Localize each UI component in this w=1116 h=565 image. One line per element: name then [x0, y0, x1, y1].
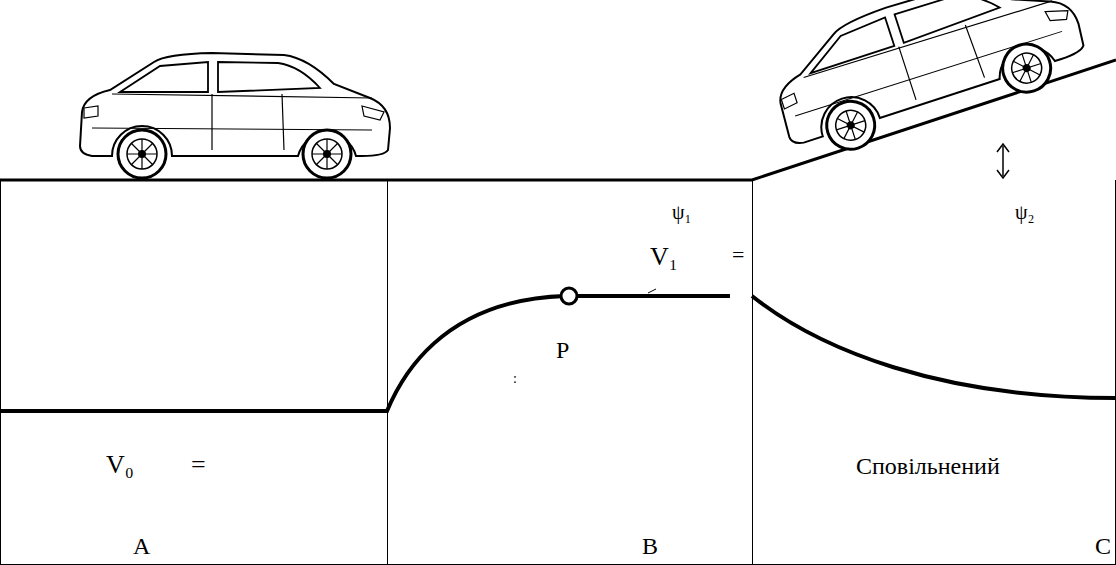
- point-label: P: [556, 338, 569, 362]
- section-label: B: [642, 534, 658, 558]
- section-panel: ψ₁ V₁ = B: [387, 180, 753, 565]
- point-marker: [561, 288, 577, 304]
- section-label: V₁: [650, 244, 678, 270]
- speed-curve: [752, 296, 1116, 398]
- car-flat: [80, 53, 390, 178]
- section-label: ψ₂: [1015, 202, 1035, 222]
- tick-mark: [648, 289, 656, 293]
- section-label: =: [732, 244, 744, 266]
- speed-curve: [0, 296, 730, 411]
- section-label: A: [133, 534, 150, 558]
- point-label: :: [513, 372, 517, 386]
- section-panel: ψ₂ СповільненийC: [752, 180, 1116, 565]
- section-label: ψ₁: [672, 202, 692, 222]
- height-arrow: [997, 144, 1009, 178]
- car-slope: [761, 0, 1094, 167]
- section-label: V₀: [106, 452, 134, 478]
- section-panel: V₀ = A: [0, 180, 388, 565]
- section-label: C: [1095, 534, 1111, 558]
- section-label: Сповільнений: [856, 454, 1000, 478]
- section-label: =: [191, 452, 206, 478]
